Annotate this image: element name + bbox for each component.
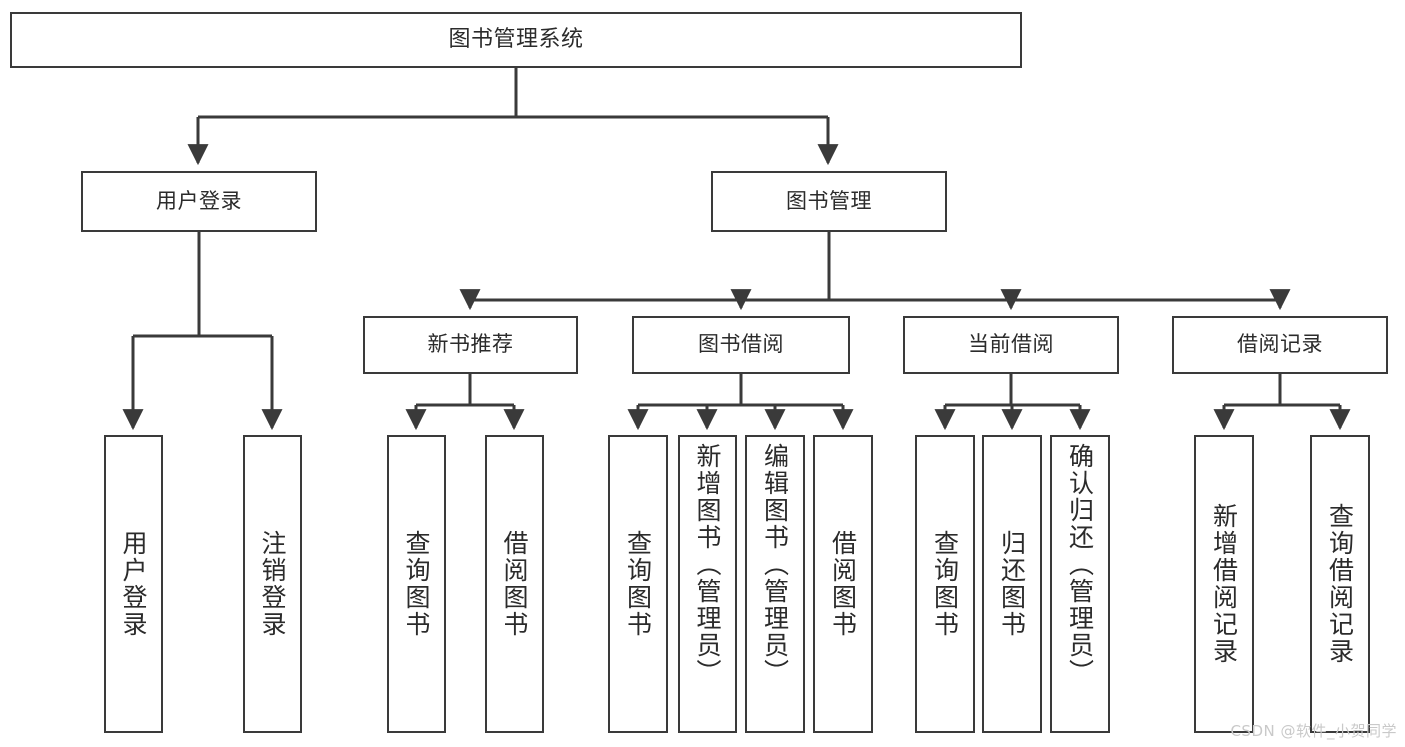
node-book-manage-label: 图书管理 xyxy=(786,188,872,213)
node-root-label: 图书管理系统 xyxy=(448,26,584,52)
node-leaf-query-record-label: 查询借阅记录 xyxy=(1325,503,1355,665)
node-leaf-add-record-label: 新增借阅记录 xyxy=(1209,503,1239,665)
node-leaf-return-book-label: 归还图书 xyxy=(997,530,1027,638)
node-user-login-label: 用户登录 xyxy=(156,188,242,213)
node-borrow-record-label: 借阅记录 xyxy=(1237,332,1323,357)
node-leaf-query-record[interactable]: 查询借阅记录 xyxy=(1310,435,1370,733)
node-borrow-record[interactable]: 借阅记录 xyxy=(1172,316,1388,374)
node-book-borrow-label: 图书借阅 xyxy=(698,332,784,357)
node-leaf-add-book-label: 新增图书（管理员） xyxy=(693,443,722,686)
node-leaf-borrow-book-2-label: 借阅图书 xyxy=(828,530,858,638)
node-leaf-logout-login[interactable]: 注销登录 xyxy=(243,435,302,733)
node-leaf-borrow-book-2[interactable]: 借阅图书 xyxy=(813,435,873,733)
node-new-book-recommend-label: 新书推荐 xyxy=(427,332,514,357)
node-leaf-query-book-3-label: 查询图书 xyxy=(930,530,960,638)
node-current-borrow-label: 当前借阅 xyxy=(968,332,1054,357)
node-leaf-edit-book-label: 编辑图书（管理员） xyxy=(760,443,790,686)
watermark: CSDN @软件_小贺同学 xyxy=(1230,722,1397,740)
node-leaf-query-book-1-label: 查询图书 xyxy=(402,530,431,638)
node-user-login[interactable]: 用户登录 xyxy=(81,171,317,232)
node-leaf-logout-login-label: 注销登录 xyxy=(258,530,287,638)
node-leaf-confirm-return[interactable]: 确认归还（管理员） xyxy=(1050,435,1110,733)
node-leaf-add-record[interactable]: 新增借阅记录 xyxy=(1194,435,1254,733)
node-leaf-user-login[interactable]: 用户登录 xyxy=(104,435,163,733)
node-leaf-confirm-return-label: 确认归还（管理员） xyxy=(1065,443,1095,686)
node-current-borrow[interactable]: 当前借阅 xyxy=(903,316,1119,374)
node-leaf-query-book-2[interactable]: 查询图书 xyxy=(608,435,668,733)
node-book-manage[interactable]: 图书管理 xyxy=(711,171,947,232)
node-leaf-add-book[interactable]: 新增图书（管理员） xyxy=(678,435,737,733)
node-new-book-recommend[interactable]: 新书推荐 xyxy=(363,316,578,374)
node-leaf-user-login-label: 用户登录 xyxy=(119,530,148,638)
node-leaf-query-book-3[interactable]: 查询图书 xyxy=(915,435,975,733)
node-leaf-query-book-2-label: 查询图书 xyxy=(623,530,653,638)
node-leaf-edit-book[interactable]: 编辑图书（管理员） xyxy=(745,435,805,733)
node-leaf-return-book[interactable]: 归还图书 xyxy=(982,435,1042,733)
node-leaf-query-book-1[interactable]: 查询图书 xyxy=(387,435,446,733)
node-book-borrow[interactable]: 图书借阅 xyxy=(632,316,850,374)
node-leaf-borrow-book-1[interactable]: 借阅图书 xyxy=(485,435,544,733)
node-leaf-borrow-book-1-label: 借阅图书 xyxy=(500,530,529,638)
node-root[interactable]: 图书管理系统 xyxy=(10,12,1022,68)
